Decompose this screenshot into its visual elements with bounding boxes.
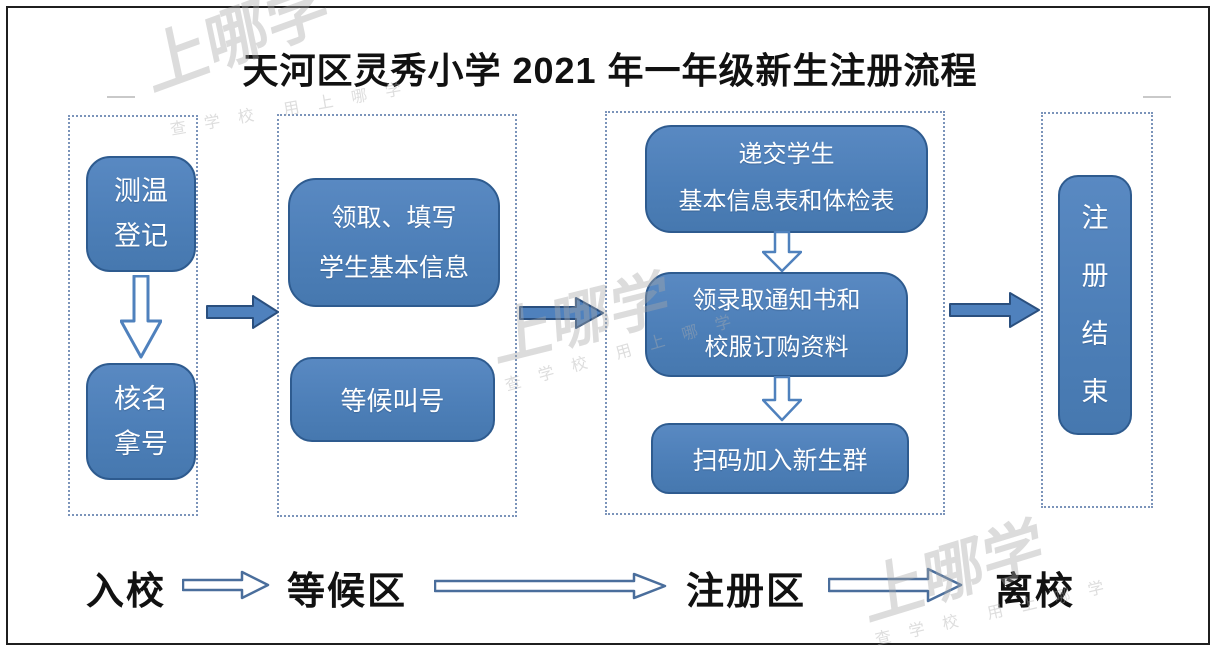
bottom-arrow-3 bbox=[827, 567, 963, 608]
right-arrow-waiting-to-registration bbox=[519, 296, 605, 335]
page-title: 天河区灵秀小学 2021 年一年级新生注册流程 bbox=[242, 50, 978, 91]
step-temperature-check: 测温 登记 bbox=[86, 156, 196, 272]
bottom-label-registration-area: 注册区 bbox=[686, 571, 807, 613]
zone-registration bbox=[605, 111, 945, 515]
zone-leave bbox=[1041, 112, 1153, 508]
down-arrow-entry bbox=[119, 274, 163, 364]
step-submit-forms: 递交学生 基本信息表和体检表 bbox=[645, 125, 928, 233]
step-scan-qr-join-group: 扫码加入新生群 bbox=[651, 423, 909, 494]
step-wait-for-call: 等候叫号 bbox=[290, 357, 495, 442]
bottom-label-leave-school: 离校 bbox=[995, 571, 1076, 613]
step-fill-student-info: 领取、填写 学生基本信息 bbox=[288, 178, 500, 307]
down-arrow-registration-1 bbox=[761, 230, 803, 278]
right-arrow-registration-to-leave bbox=[949, 291, 1041, 334]
bottom-arrow-1 bbox=[181, 570, 270, 605]
step-registration-complete: 注 册 结 束 bbox=[1058, 175, 1132, 435]
step-verify-name-get-number: 核名 拿号 bbox=[86, 363, 196, 480]
outer-frame bbox=[6, 6, 1210, 645]
bottom-label-enter-school: 入校 bbox=[86, 571, 167, 613]
step-receive-admission-letter: 领录取通知书和 校服订购资料 bbox=[645, 272, 908, 377]
down-arrow-registration-2 bbox=[761, 375, 803, 427]
zone-entry bbox=[68, 115, 198, 516]
zone-waiting bbox=[277, 114, 517, 517]
right-arrow-entry-to-waiting bbox=[206, 294, 280, 335]
divider-dash-left bbox=[107, 96, 135, 98]
divider-dash-right bbox=[1143, 96, 1171, 98]
bottom-arrow-2 bbox=[433, 572, 667, 605]
bottom-label-waiting-area: 等候区 bbox=[287, 571, 408, 613]
